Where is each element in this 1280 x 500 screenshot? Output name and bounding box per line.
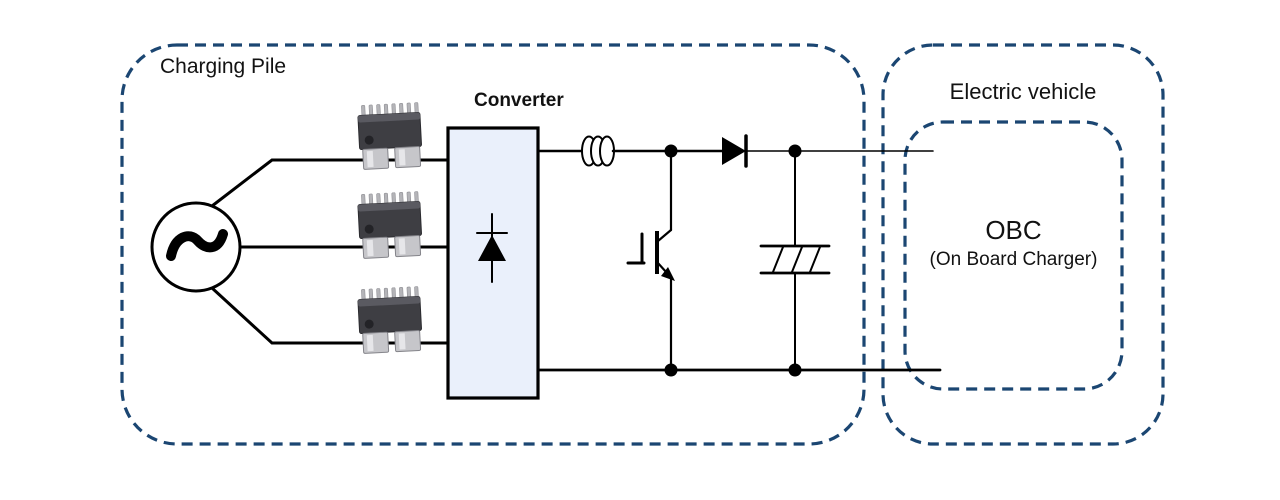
obc-title: OBC: [985, 215, 1042, 245]
ic-chip-2: [356, 190, 424, 260]
charging-pile-box: [120, 43, 866, 446]
converter-label: Converter: [474, 90, 564, 111]
dc-top-rail: [536, 134, 934, 168]
rectifier-diode-icon: [476, 213, 508, 283]
junction-dots: [664, 144, 802, 377]
igbt-icon: [626, 149, 675, 372]
converter-block: [446, 126, 540, 400]
ac-source-icon: [150, 201, 242, 293]
electric-vehicle-label: Electric vehicle: [949, 79, 1097, 104]
series-diode-icon: [722, 134, 748, 168]
capacitor-icon: [759, 150, 831, 371]
charging-pile-label: Charging Pile: [160, 55, 287, 78]
electric-vehicle-box: [881, 43, 1165, 446]
inductor-icon: [581, 135, 615, 167]
obc-box: [903, 120, 1124, 391]
obc-subtitle: (On Board Charger): [929, 249, 1098, 270]
